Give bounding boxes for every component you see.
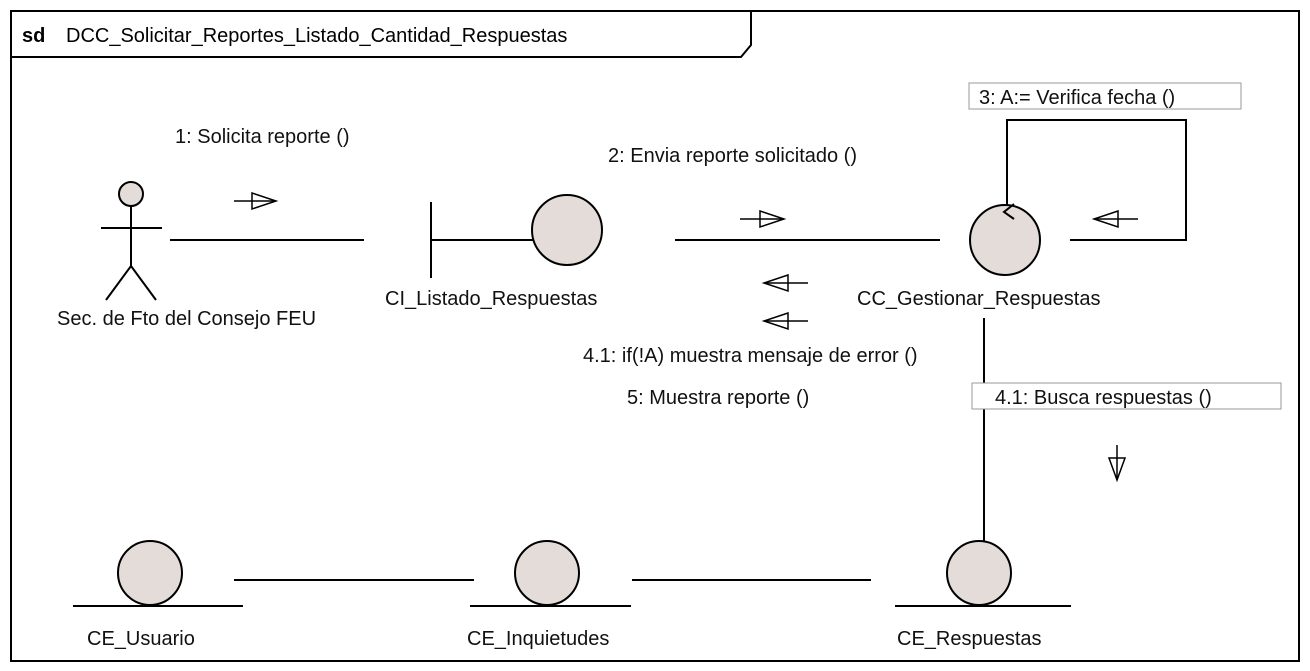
entity-respuestas: [895, 540, 1071, 607]
message-4-1-arrow-left: [761, 273, 808, 293]
message-3-box: [968, 82, 1242, 110]
message-4-1-busca-box: [971, 382, 1282, 410]
actor-label: Sec. de Fto del Consejo FEU: [57, 308, 316, 330]
message-4-1-error-label: 4.1: if(!A) muestra mensaje de error (): [583, 345, 918, 367]
entity-respuestas-label: CE_Respuestas: [897, 628, 1042, 650]
message-1-label: 1: Solicita reporte (): [175, 126, 350, 148]
diagram-title: DCC_Solicitar_Reportes_Listado_Cantidad_…: [66, 25, 567, 47]
message-4-1-busca-label: 4.1: Busca respuestas (): [995, 387, 1212, 409]
entity-inquietudes: [470, 540, 631, 607]
message-2-arrow-right: [740, 209, 787, 229]
message-1-arrow-right: [234, 191, 279, 211]
title-tab: [11, 11, 752, 58]
control-object: [969, 203, 1041, 276]
message-4-1-busca-arrow-down: [1107, 445, 1127, 483]
message-3-arrow-left: [1091, 209, 1138, 229]
boundary-label: CI_Listado_Respuestas: [385, 288, 597, 310]
diagram-keyword: sd: [22, 25, 45, 47]
entity-usuario: [73, 540, 243, 607]
message-5-label: 5: Muestra reporte (): [627, 387, 809, 409]
boundary-object: [430, 194, 603, 278]
entity-usuario-label: CE_Usuario: [87, 628, 195, 650]
message-3-label: 3: A:= Verifica fecha (): [979, 87, 1175, 109]
control-label: CC_Gestionar_Respuestas: [857, 288, 1100, 310]
message-2-label: 2: Envia reporte solicitado (): [608, 145, 857, 167]
self-link-control: [1006, 119, 1187, 241]
entity-inquietudes-label: CE_Inquietudes: [467, 628, 609, 650]
message-5-arrow-left: [761, 311, 808, 331]
actor-stick-figure: [101, 181, 162, 301]
